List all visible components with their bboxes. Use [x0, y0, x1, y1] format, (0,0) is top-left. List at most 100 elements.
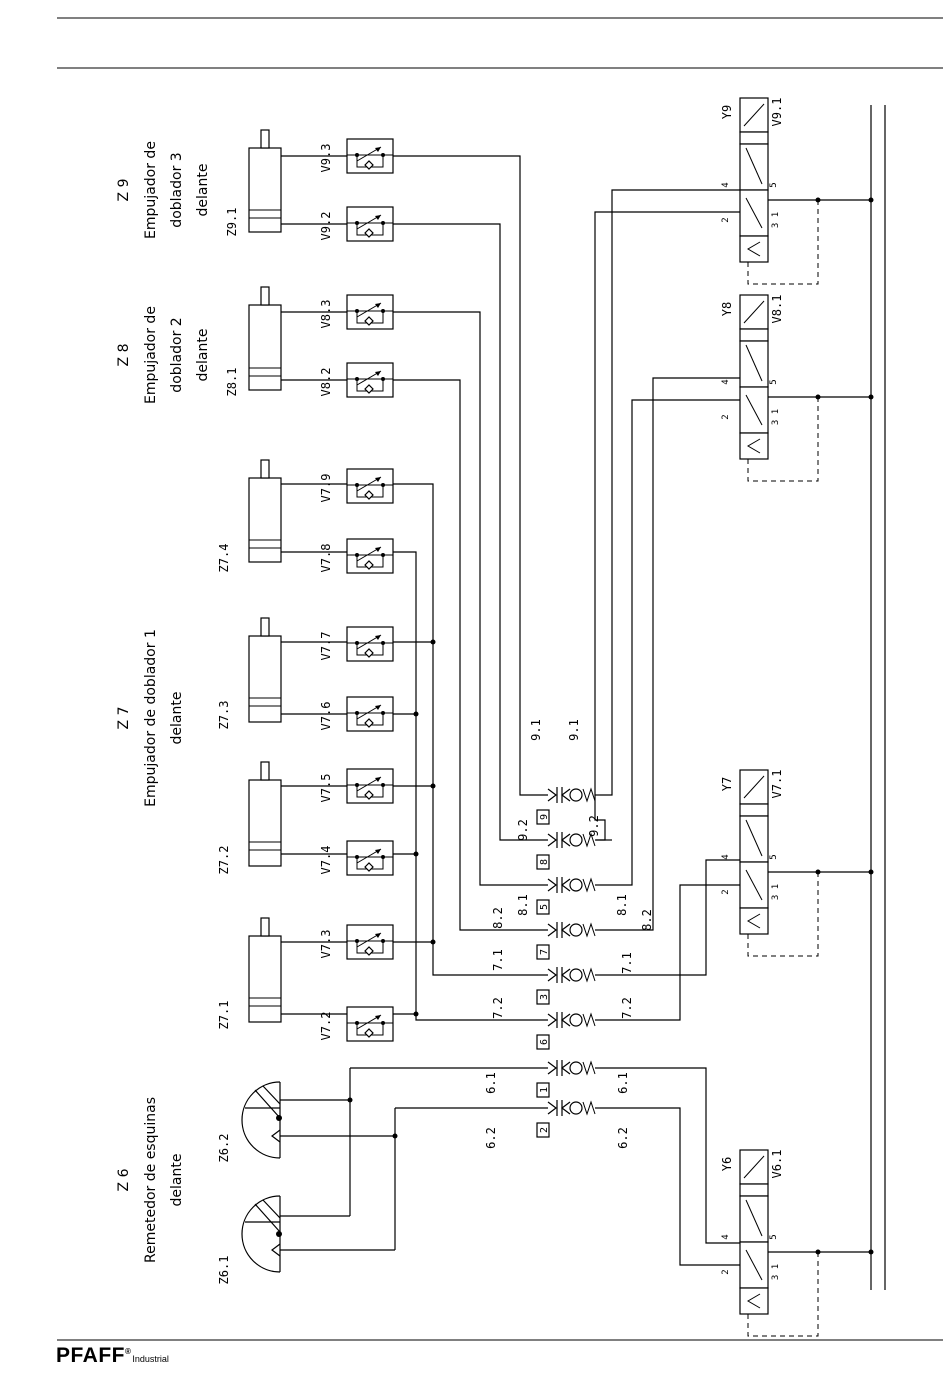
port-4: 4 [721, 182, 731, 187]
port-4: 4 [721, 854, 731, 859]
group-code-z8: Z 8 [116, 344, 132, 367]
piping-right [594, 189, 752, 1266]
svg-text:Z7.4: Z7.4 [217, 544, 231, 573]
throttle-valve: V7.7 [319, 626, 394, 662]
coupling: 7 [536, 922, 600, 960]
coupling-row: 2 1 6 3 7 5 8 9 [536, 787, 600, 1138]
line-label: 6.1 [484, 1072, 498, 1094]
throttle-valve: V7.4 [319, 840, 394, 876]
throttle-valve: V7.3 [319, 924, 394, 960]
valve-coil-label: Y8 [720, 302, 734, 316]
svg-text:Z7.3: Z7.3 [217, 701, 231, 730]
piping [350, 155, 548, 1109]
valve-coil-label: Y6 [720, 1157, 734, 1171]
port-2: 2 [721, 414, 731, 419]
brand-logo: PFAFF®Industrial [56, 1344, 169, 1368]
brand-name: PFAFF [56, 1344, 125, 1367]
coupling: 3 [536, 967, 600, 1005]
coupling-number: 7 [539, 949, 550, 955]
coupling: 6 [536, 1012, 600, 1050]
group-desc3-z8: delante [195, 329, 211, 382]
line-label: 9.2 [516, 819, 530, 841]
line-label: 9.1 [529, 719, 543, 741]
svg-text:Z8.1: Z8.1 [225, 368, 239, 397]
group-desc2-z6: delante [169, 1154, 185, 1207]
port-3-1: 3 1 [771, 884, 781, 900]
group-desc-z9: Empujador de [143, 141, 159, 239]
line-label: 6.1 [616, 1072, 630, 1094]
group-desc-z7: Empujador de doblador 1 [143, 629, 159, 807]
valve-coil-label: Y9 [720, 105, 734, 119]
valve-silencer-label: V7.1 [770, 770, 784, 799]
throttle-label: V7.7 [319, 632, 333, 661]
port-2: 2 [721, 217, 731, 222]
line-label: 7.2 [620, 997, 634, 1019]
throttle-label: V7.2 [319, 1012, 333, 1041]
port-3-1: 3 1 [771, 409, 781, 425]
coupling: 9 [536, 787, 600, 825]
line-label: 8.2 [640, 909, 654, 931]
throttle-valves: V7.2V7.3V7.4V7.5V7.6V7.7V7.8V7.9V8.2V8.3… [319, 138, 394, 1042]
rotary-actuator-z6-2: Z6.2 [217, 1081, 395, 1163]
svg-text:Z9.1: Z9.1 [225, 208, 239, 237]
brand-reg: ® [125, 1347, 132, 1356]
port-3-1: 3 1 [771, 212, 781, 228]
line-label: 7.1 [620, 952, 634, 974]
throttle-valve: V7.8 [319, 538, 394, 574]
throttle-label: V9.2 [319, 212, 333, 241]
coupling: 5 [536, 877, 600, 915]
throttle-valve: V8.3 [319, 294, 394, 330]
throttle-valve: V7.6 [319, 696, 394, 732]
valve-silencer-label: V6.1 [770, 1150, 784, 1179]
port-5: 5 [769, 1234, 779, 1239]
coupling: 1 [536, 1060, 600, 1098]
group-title-z9: Z 9 Empujador de doblador 3 delante [116, 141, 211, 239]
cylinder-z7-3: Z7.3 [217, 617, 360, 730]
cylinder-z7-1: Z7.1 [217, 917, 360, 1030]
coupling-number: 6 [539, 1039, 550, 1045]
coupling-number: 1 [539, 1087, 550, 1093]
svg-text:Z6.1: Z6.1 [217, 1256, 231, 1285]
throttle-label: V8.3 [319, 300, 333, 329]
cylinder-z9-1: Z9.1 [225, 129, 360, 237]
valve-coil-label: Y7 [720, 777, 734, 791]
cylinder-z7-2: Z7.2 [217, 761, 360, 874]
group-desc3-z9: delante [195, 164, 211, 217]
throttle-valve: V7.9 [319, 468, 394, 504]
group-code-z9: Z 9 [116, 179, 132, 202]
line-label: 6.2 [616, 1127, 630, 1149]
coupling: 8 [536, 832, 600, 870]
port-5: 5 [769, 379, 779, 384]
valve-silencer-label: V8.1 [770, 295, 784, 324]
coupling-number: 2 [539, 1127, 550, 1133]
throttle-label: V7.8 [319, 544, 333, 573]
solenoid-valve: Y8 V8.1 4 2 5 3 1 [720, 294, 874, 482]
throttle-label: V7.3 [319, 930, 333, 959]
line-label: 7.2 [491, 997, 505, 1019]
valve-silencer-label: V9.1 [770, 98, 784, 127]
coupling-number: 3 [539, 994, 550, 1000]
cylinder-z8-1: Z8.1 [225, 286, 360, 397]
line-label: 8.1 [516, 894, 530, 916]
line-label: 8.1 [615, 894, 629, 916]
group-desc2-z9: doblador 3 [169, 152, 185, 227]
line-label: 6.2 [484, 1127, 498, 1149]
coupling-number: 8 [539, 859, 550, 865]
group-title-z6: Z 6 Remetedor de esquinas delante [116, 1097, 185, 1263]
port-4: 4 [721, 379, 731, 384]
svg-text:Z7.1: Z7.1 [217, 1001, 231, 1030]
line-labels-left: 6.26.17.27.18.28.19.29.1 [484, 719, 543, 1149]
group-desc-z6: Remetedor de esquinas [143, 1097, 159, 1263]
throttle-valve: V9.2 [319, 206, 394, 242]
line-label: 9.1 [567, 719, 581, 741]
svg-text:Z6.2: Z6.2 [217, 1134, 231, 1163]
throttle-label: V9.3 [319, 144, 333, 173]
throttle-valve: V7.2 [319, 1006, 394, 1042]
throttle-label: V7.4 [319, 846, 333, 875]
group-title-z8: Z 8 Empujador de doblador 2 delante [116, 306, 211, 404]
